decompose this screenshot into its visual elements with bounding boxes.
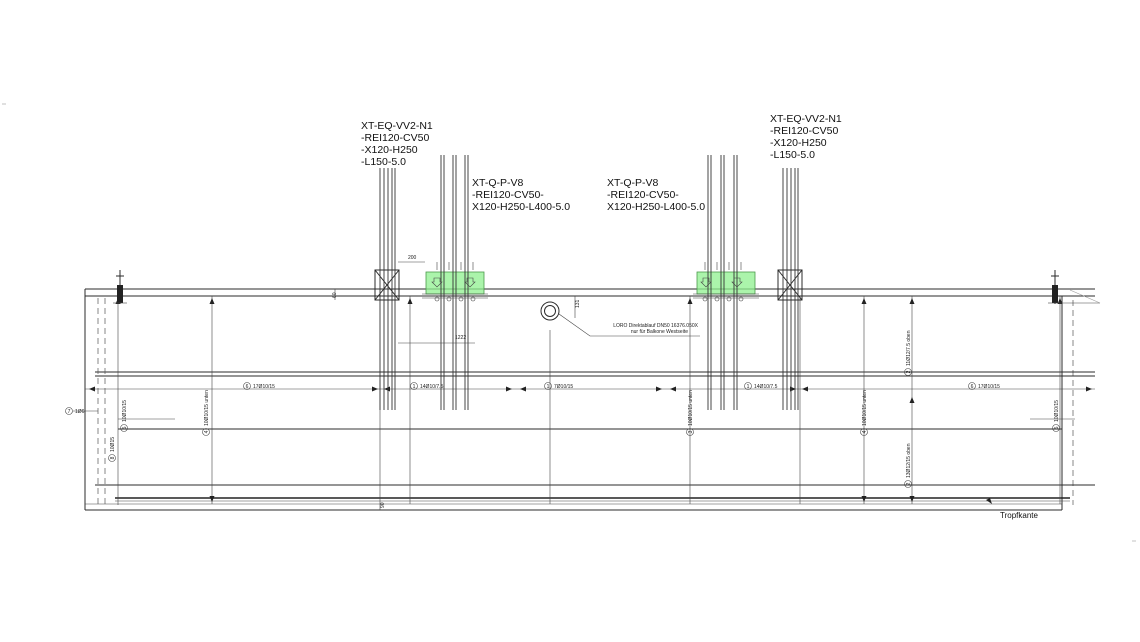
rebar-text-7: 1Ø6	[75, 409, 85, 415]
tag-right-eq-line4: -L150-5.0	[770, 149, 815, 161]
tag-left-eq: XT-EQ-VV2-N1 -REI120-CV50 -X120-H250 -L1…	[361, 120, 433, 168]
bubble-6-left: 6	[246, 384, 249, 390]
rebar-label-2-bot: 2 13Ø12/15 oben	[904, 443, 912, 488]
rebar-text-1-mid: 7Ø10/15	[554, 384, 573, 390]
tag-left-eq-line3: -X120-H250	[361, 144, 418, 156]
rebar-label-1-left: 1 14Ø10/7.5	[410, 382, 444, 390]
rebar-label-5-right: 5 10Ø10/15	[1052, 400, 1060, 432]
drain-note-line1: LORO Direktablauf DN50 16376.050X	[613, 323, 698, 329]
rebar-text-2-bot: 13Ø12/15 oben	[906, 443, 912, 478]
bubble-2-bot: 2	[906, 482, 912, 485]
bubble-4-right: 4	[862, 430, 868, 433]
bubble-4-left: 4	[204, 430, 210, 433]
dim-90: 90	[380, 502, 386, 508]
vertical-arrow-heads	[115, 298, 1063, 502]
horizontal-rebars	[85, 371, 1095, 502]
bubble-5-left: 5	[122, 426, 128, 429]
rebar-text-8: 10Ø15	[110, 437, 116, 452]
dim-131: 131	[575, 299, 581, 308]
rebar-text-4-right: 10Ø10/15 unten	[862, 390, 868, 426]
tropfkante-text: Tropfkante	[1000, 511, 1038, 520]
right-qp-connector	[693, 155, 759, 410]
bubble-3-left: 3	[688, 430, 694, 433]
tag-right-qp-line3: X120-H250-L400-5.0	[607, 201, 705, 213]
bubble-1-left: 1	[413, 384, 416, 390]
drain-symbol	[540, 296, 700, 337]
rebar-text-4-left: 10Ø10/15 unten	[204, 390, 210, 426]
rebar-text-6-right: 17Ø10/15	[978, 384, 1000, 390]
bubble-1-mid: 1	[547, 384, 550, 390]
tag-right-qp-line1: XT-Q-P-V8	[607, 177, 659, 189]
tag-left-qp: XT-Q-P-V8 -REI120-CV50- X120-H250-L400-5…	[472, 177, 570, 213]
rebar-text-5-right: 10Ø10/15	[1054, 400, 1060, 422]
vertical-lines	[97, 296, 1061, 505]
rebar-label-8: 8 10Ø15	[108, 437, 116, 462]
tag-left-qp-line1: XT-Q-P-V8	[472, 177, 524, 189]
tropfkante-label: Tropfkante	[986, 498, 1038, 520]
tag-right-eq: XT-EQ-VV2-N1 -REI120-CV50 -X120-H250 -L1…	[770, 113, 842, 161]
bubble-8: 8	[110, 456, 116, 459]
tag-left-qp-line2: -REI120-CV50-	[472, 189, 544, 201]
dimension-lines	[334, 261, 475, 510]
tag-right-eq-line1: XT-EQ-VV2-N1	[770, 113, 842, 125]
bubble-7: 7	[68, 409, 71, 415]
right-eq-connector	[777, 168, 803, 410]
tag-right-qp-line2: -REI120-CV50-	[607, 189, 679, 201]
rebar-text-6-left: 17Ø10/15	[253, 384, 275, 390]
tag-right-eq-line3: -X120-H250	[770, 137, 827, 149]
bubble-6-right: 6	[971, 384, 974, 390]
tag-left-eq-line2: -REI120-CV50	[361, 132, 429, 144]
rebar-text-3-left: 10Ø10/15 unten	[688, 390, 694, 426]
tag-left-eq-line4: -L150-5.0	[361, 156, 406, 168]
rebar-text-1-right: 14Ø10/7.5	[754, 384, 778, 390]
bubble-2-top: 2	[906, 370, 912, 373]
rebar-label-4-left: 4 10Ø10/15 unten	[202, 390, 210, 436]
rebar-label-7: 7 1Ø6	[65, 407, 98, 415]
bubble-5-right: 5	[1054, 426, 1060, 429]
slab-outline	[84, 288, 1101, 511]
right-end-anchor	[1048, 270, 1062, 304]
tag-right-eq-line2: -REI120-CV50	[770, 125, 838, 137]
dim-60: 60	[332, 292, 338, 298]
left-eq-connector	[374, 168, 400, 410]
left-qp-connector	[422, 155, 488, 410]
rebar-label-1-mid: 1 7Ø10/15	[544, 382, 573, 390]
tag-left-qp-line3: X120-H250-L400-5.0	[472, 201, 570, 213]
dim-200: 200	[408, 255, 417, 261]
drain-note-line2: nur für Balkone Westseite	[631, 329, 688, 335]
rebar-label-5-left: 5 10Ø10/15	[120, 400, 128, 432]
rebar-text-2-top: 11Ø12/7.5 oben	[906, 330, 912, 366]
rebar-label-2-top: 2 11Ø12/7.5 oben	[904, 330, 912, 376]
rebar-label-6-left: 6 17Ø10/15	[243, 382, 275, 390]
rebar-label-3-left: 3 10Ø10/15 unten	[686, 390, 694, 436]
rebar-label-1-right: 1 14Ø10/7.5	[744, 382, 778, 390]
tag-right-qp: XT-Q-P-V8 -REI120-CV50- X120-H250-L400-5…	[607, 177, 705, 213]
rebar-label-6-right: 6 17Ø10/15	[968, 382, 1000, 390]
rebar-text-5-left: 10Ø10/15	[122, 400, 128, 422]
dimension-arrows	[89, 386, 1092, 392]
dim-1222: 1222	[455, 335, 466, 341]
left-end-anchor	[113, 270, 127, 304]
rebar-text-1-left: 14Ø10/7.5	[420, 384, 444, 390]
tag-left-eq-line1: XT-EQ-VV2-N1	[361, 120, 433, 132]
bubble-1-right: 1	[747, 384, 750, 390]
rebar-label-4-right: 4 10Ø10/15 unten	[860, 390, 868, 436]
